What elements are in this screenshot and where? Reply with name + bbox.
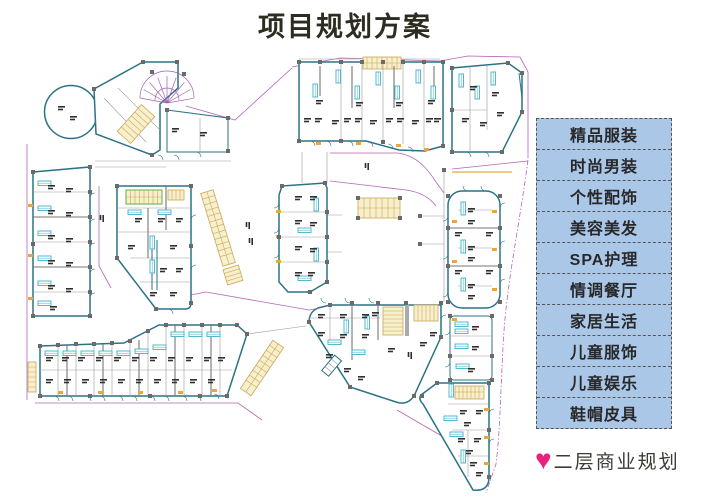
building-block-southeast-triangle (419, 381, 495, 491)
legend-item-kidsplay: 儿童娱乐 (537, 367, 671, 398)
legend-item-boutique: 精品服装 (537, 119, 671, 150)
building-block-west (28, 165, 96, 318)
escalator-icon (200, 189, 236, 267)
fan-stair (139, 70, 195, 104)
building-block-east (418, 168, 506, 309)
legend-item-restaurant: 情调餐厅 (537, 274, 671, 305)
street-lines (95, 58, 445, 335)
legend-item-shoes: 鞋帽皮具 (569, 407, 638, 424)
escalators (200, 189, 285, 397)
legend-item-home: 家居生活 (537, 305, 671, 336)
footer-caption: 二层商业规划 (553, 450, 680, 473)
legend-item-kidswear: 儿童服饰 (537, 336, 671, 367)
heart-icon: ♥ (535, 444, 552, 475)
building-block-center-east (273, 181, 329, 294)
legend-item-beauty: 美容美发 (537, 212, 671, 243)
site-boundary (26, 55, 529, 494)
legend-item-spa: SPA护理 (537, 243, 671, 274)
building-block-southwest (27, 323, 249, 402)
building-block-top-middle (297, 56, 445, 153)
page-title: 项目规划方案 (258, 12, 432, 42)
legend-item-menswear: 时尚男装 (537, 150, 671, 181)
footer-caption-row: ♥ 二层商业规划 (535, 446, 705, 474)
atrium-stair-hall (356, 196, 402, 220)
building-blocks (27, 56, 524, 491)
building-block-southeast-upper (444, 314, 494, 382)
legend-item-accessory: 个性配饰 (537, 181, 671, 212)
building-block-top-right (450, 61, 524, 158)
escalator-icon (239, 339, 285, 397)
building-block-northwest (43, 60, 230, 161)
building-block-south-middle (307, 297, 447, 404)
building-block-center (115, 184, 197, 315)
category-legend: 精品服装 时尚男装 个性配饰 美容美发 SPA护理 情调餐厅 家居生活 儿童服饰… (536, 118, 672, 429)
